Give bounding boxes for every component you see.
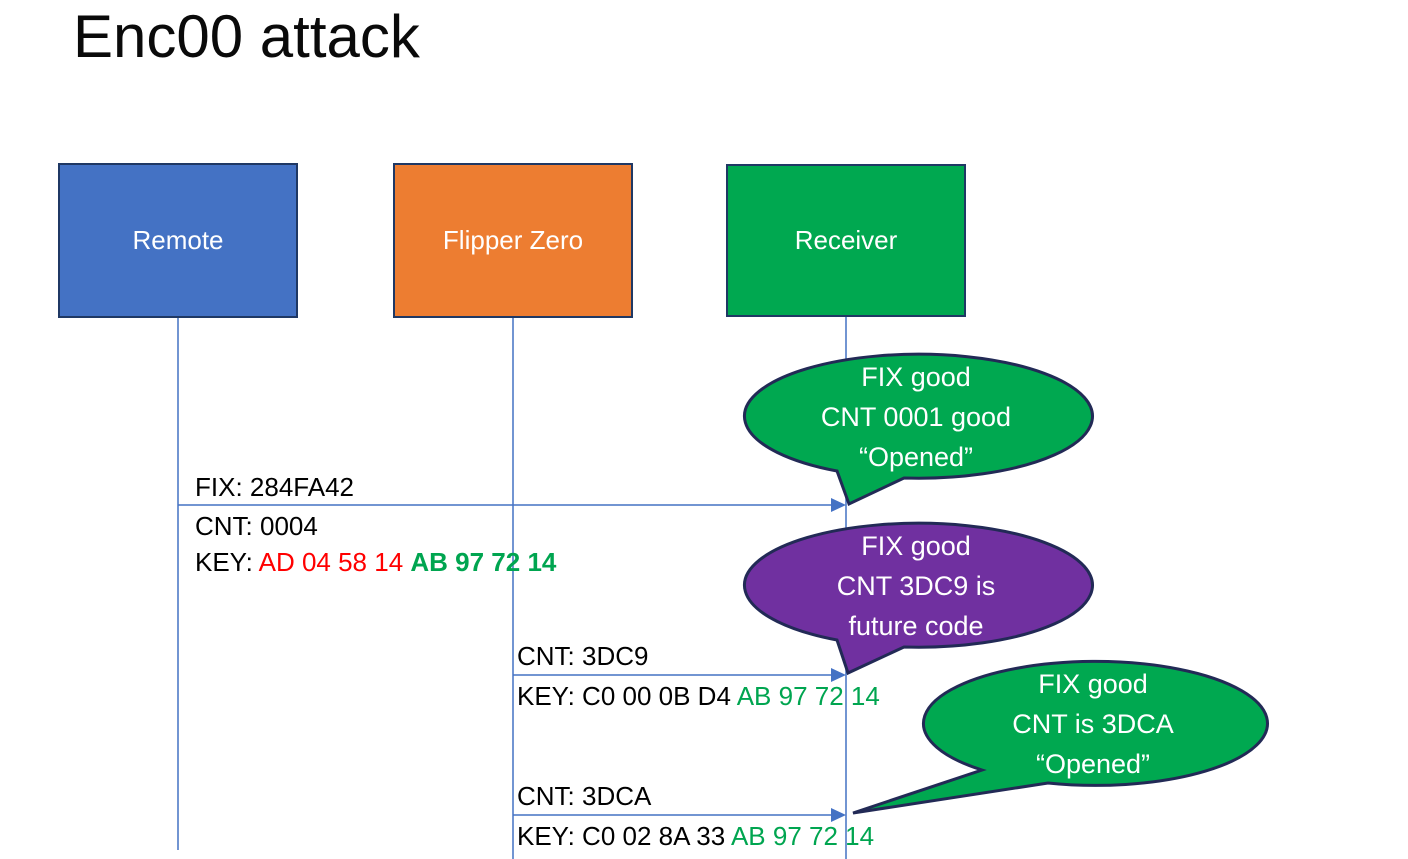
actor-box-flipper-zero: Flipper Zero [393, 163, 633, 318]
actor-label-remote: Remote [132, 225, 224, 255]
speech-bubble-2-shape [742, 521, 1094, 676]
speech-bubble-2-text: FIX good CNT 3DC9 is future code [742, 526, 1090, 646]
message-3-key-green-part: AB 97 72 14 [730, 821, 875, 851]
arrowhead-2 [831, 668, 846, 682]
message-2-key-prefix: KEY: C0 00 0B D4 [517, 681, 737, 711]
message-3-key: KEY: C0 02 8A 33 AB 97 72 14 [517, 821, 874, 852]
page-title: Enc00 attack [73, 3, 420, 70]
message-1-key-green-part: AB 97 72 14 [410, 547, 557, 577]
message-1-key-red-part: AD 04 58 14 [258, 547, 411, 577]
bubble-2-line-2: CNT 3DC9 is [836, 571, 996, 601]
message-1-fix: FIX: 284FA42 [195, 472, 354, 502]
bubble-2-line-3: future code [848, 611, 984, 641]
speech-bubble-1-shape [742, 352, 1094, 507]
message-3-key-prefix: KEY: C0 02 8A 33 [517, 821, 731, 851]
message-1-cnt: CNT: 0004 [195, 511, 318, 541]
speech-bubble-3-text: FIX good CNT is 3DCA “Opened” [921, 664, 1265, 784]
message-2-key-green-part: AB 97 72 14 [736, 681, 880, 711]
message-1-key-prefix: KEY: [195, 547, 259, 577]
bubble-1-line-2: CNT 0001 good [820, 402, 1012, 432]
message-2-key: KEY: C0 00 0B D4 AB 97 72 14 [517, 681, 880, 712]
arrowhead-3 [831, 808, 846, 822]
speech-bubble-3-shape [852, 659, 1269, 815]
bubble-3-line-3: “Opened” [1035, 749, 1151, 779]
bubble-2-line-1: FIX good [861, 531, 971, 561]
actor-box-receiver: Receiver [726, 164, 966, 317]
actor-box-remote: Remote [58, 163, 298, 318]
arrowhead-1 [831, 498, 846, 512]
bubble-1-line-3: “Opened” [858, 442, 974, 472]
bubble-3-line-1: FIX good [1038, 669, 1148, 699]
speech-bubble-1-text: FIX good CNT 0001 good “Opened” [742, 357, 1090, 477]
actor-label-receiver: Receiver [794, 225, 898, 255]
actor-label-flipper-zero: Flipper Zero [442, 225, 584, 255]
bubble-3-line-2: CNT is 3DCA [1012, 709, 1174, 739]
message-2-cnt: CNT: 3DC9 [517, 641, 649, 671]
bubble-1-line-1: FIX good [861, 362, 971, 392]
message-1-key: KEY: AD 04 58 14 AB 97 72 14 [195, 547, 556, 578]
message-3-cnt: CNT: 3DCA [517, 781, 652, 811]
